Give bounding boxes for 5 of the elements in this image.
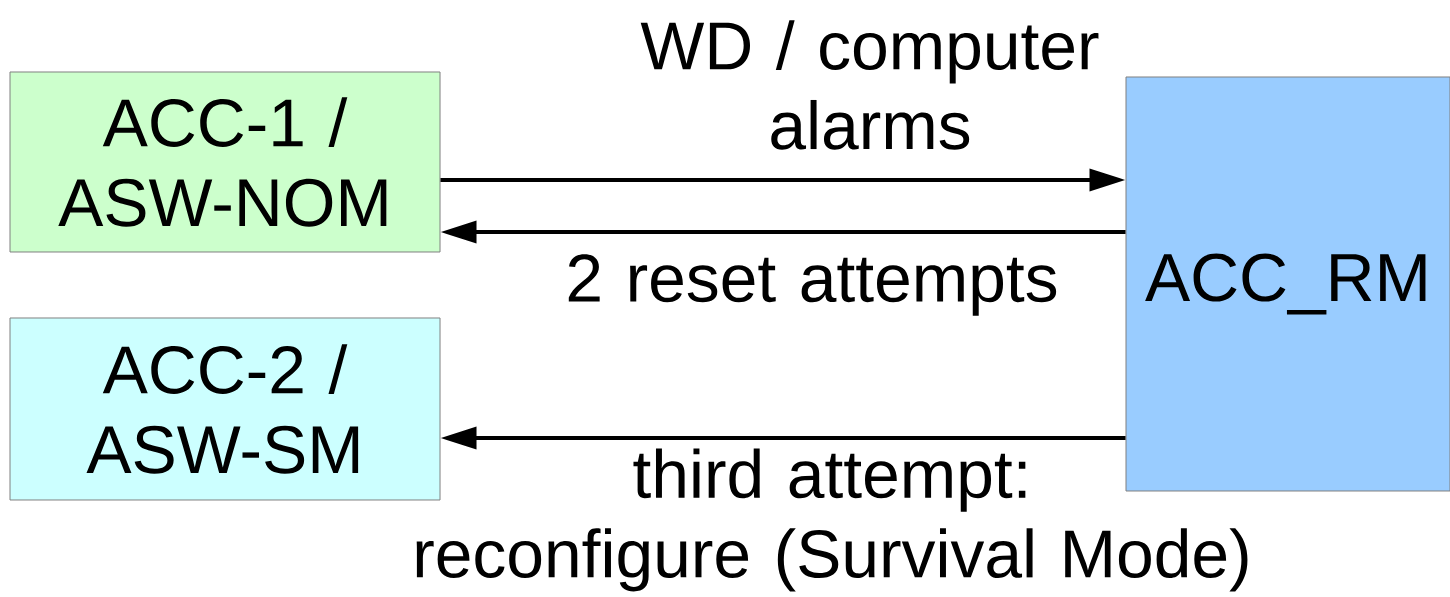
process-box: ACC-1 / ASW-NOM xyxy=(9,71,441,253)
edge-label: WD / computer alarms xyxy=(640,20,1099,150)
process-box: ACC-2 / ASW-SM xyxy=(9,317,441,501)
process-box: ACC_RM xyxy=(1125,76,1450,492)
edge-label: 2 reset attempts xyxy=(568,254,1057,316)
